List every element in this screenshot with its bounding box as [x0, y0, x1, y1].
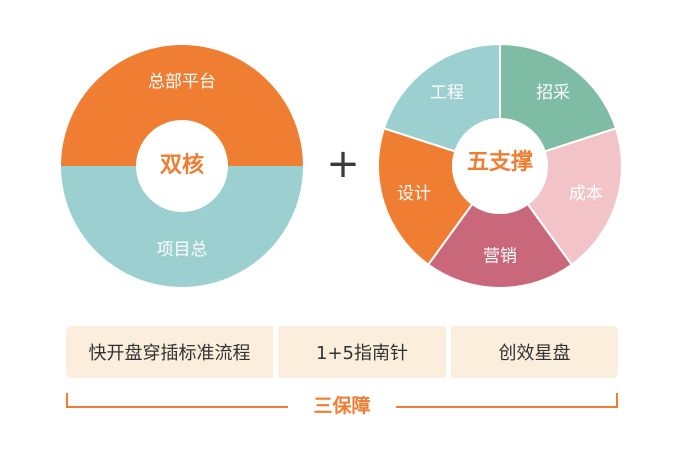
left-ring-bottom-segment	[61, 166, 303, 287]
left-ring-center-label: 双核	[160, 152, 204, 178]
right-ring-label-procurement: 招采	[536, 83, 570, 103]
right-ring-segment-design	[377, 127, 474, 267]
bracket-label: 三保障	[313, 395, 371, 417]
pill-standard-process: 快开盘穿插标准流程	[66, 326, 273, 378]
pill-star-disk: 创效星盘	[451, 326, 618, 378]
bracket-left-line	[66, 393, 288, 408]
right-ring-label-design: 设计	[397, 184, 431, 204]
left-ring-bottom-label: 项目总	[157, 240, 208, 260]
bracket-right-line	[396, 393, 618, 408]
right-ring-segment-engineering	[382, 42, 501, 153]
right-ring-label-engineering: 工程	[430, 83, 464, 103]
plus-icon: +	[326, 141, 360, 187]
guarantee-bracket: 三保障	[66, 393, 618, 417]
guarantee-pills: 快开盘穿插标准流程 1+5指南针 创效星盘	[66, 326, 618, 378]
right-ring-segment-cost	[526, 127, 623, 267]
right-ring-label-marketing: 营销	[483, 246, 517, 266]
pill-compass: 1+5指南针	[278, 326, 446, 378]
right-ring-label-cost: 成本	[569, 184, 603, 204]
left-ring-top-segment	[61, 45, 303, 166]
right-ring-center-label: 五支撑	[467, 150, 533, 175]
right-ring-segment-procurement	[499, 42, 618, 153]
left-ring-top-label: 总部平台	[148, 72, 216, 92]
right-ring-segment-marketing	[426, 202, 574, 289]
left-ring: 总部平台 项目总 双核	[61, 45, 303, 287]
